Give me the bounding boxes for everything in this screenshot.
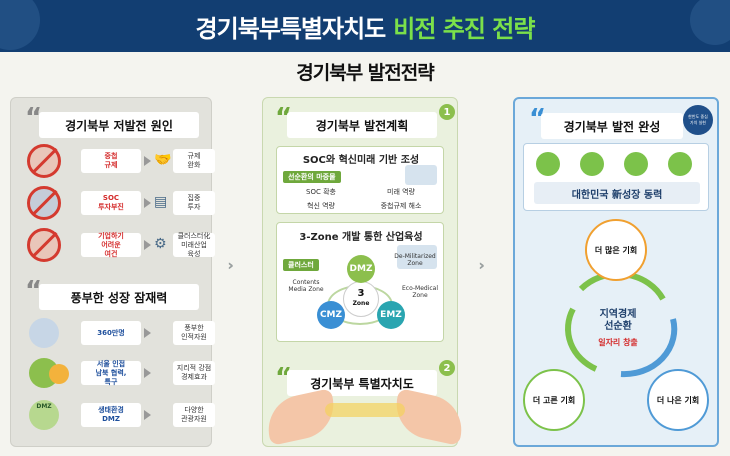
cmz-label: Contents Media Zone [288,279,324,293]
soc-title: SOC와 혁신미래 기반 조성 [302,155,420,166]
benefit-more: 더 많은 기회 [585,219,647,281]
won-icon [49,364,69,384]
soc-item: 혁신 역량 [307,202,335,210]
potential-row: 360만명 풍부한 인적자원 [23,316,215,350]
benefit-better: 더 나은 기회 [647,369,709,431]
potential-result: 풍부한 인적자원 [173,321,215,345]
cluster-icon: ⚙ [154,236,167,252]
emz-circle: EMZ [377,301,405,329]
cause-row: 기업하기 어려운 여건 ⚙ 클러스터化 미래산업 육성 [23,228,215,262]
banner-title-highlight: 비전 추진 전략 [393,14,535,43]
national-box: 대한민국 新성장 동력 [523,143,709,211]
city-illustration [397,245,437,269]
potential-result: 지리적 강점 경제효과 [173,361,215,385]
vision-badge: 한반도 중심 가치 실현 [683,105,713,135]
cause-row: 중첩 규제 🤝 규제 완화 [23,144,215,178]
zone-count: 3 [357,288,365,299]
job-creation-label: 일자리 창출 [598,338,638,347]
dmz-icon: DMZ [29,400,59,430]
cycle-center-label: 지역경제 선순환 [599,309,637,332]
potential-header: 풍부한 성장 잠재력 [39,284,199,310]
banner-title: 경기북부특별자치도 [195,14,387,43]
arrow-icon [144,410,151,420]
prohibited-icon [27,228,61,262]
causes-header: 경기북부 저발전 원인 [39,112,199,138]
potential-row: DMZ 생태환경 DMZ 다양한 관광자원 [23,398,215,432]
quote-icon: “ [25,276,43,306]
completion-header: 경기북부 발전 완성 [541,113,683,139]
recycle-icon [624,152,648,176]
right-panel: “ 경기북부 발전 완성 한반도 중심 가치 실현 대한민국 新성장 동력 지역… [513,97,719,447]
handshake-icon: 🤝 [154,152,172,168]
people-icon [29,318,59,348]
banner-decoration [0,0,40,50]
title-banner: 경기북부특별자치도 비전 추진 전략 [0,0,730,52]
emz-label: Eco-Medical Zone [401,285,439,299]
middle-panel: “ 경기북부 발전계획 1 SOC와 혁신미래 기반 조성 선순환의 마중물 S… [262,97,458,447]
arrow-icon [144,198,151,208]
cause-label: SOC 투자부진 [81,191,141,215]
potential-label: 360만명 [81,321,141,345]
cycle-arc-green-2 [565,307,598,372]
light-illustration [325,403,405,417]
arrow-icon [144,368,151,378]
cycle-arc-blue [620,318,678,378]
city-illustration [405,165,437,185]
cause-result: 집중 투자 [173,191,215,215]
dmz-label: De-Militarized Zone [394,253,436,267]
soc-item: 중첩규제 해소 [380,202,422,210]
national-growth-label: 대한민국 新성장 동력 [534,182,700,204]
robot-arm-icon [536,152,560,176]
cluster-tag: 클러스터 [283,259,319,271]
cause-label: 기업하기 어려운 여건 [81,232,141,258]
zone-count-sub: Zone [352,300,370,307]
building-icon: ▤ [154,194,168,210]
arrow-icon [144,240,151,250]
quote-icon: “ [25,103,43,133]
potential-label: 생태환경 DMZ [81,403,141,427]
banner-decoration [690,0,730,45]
coin-icon [668,152,692,176]
cause-result: 규제 완화 [173,149,215,173]
arrow-icon [144,328,151,338]
zone-title: 3-Zone 개발 통한 산업육성 [299,232,423,243]
cause-row: SOC 투자부진 ▤ 집중 투자 [23,186,215,220]
potential-result: 다양한 관광자원 [173,403,215,427]
step-number: 1 [439,104,455,120]
potential-row: 서울 인접 남북 협력, 특구 지리적 강점 경제효과 [23,356,215,390]
virtuous-tag: 선순환의 마중물 [283,171,341,183]
cause-label: 중첩 규제 [81,149,141,173]
cmz-circle: CMZ [317,301,345,329]
soc-item: SOC 확충 [306,188,336,196]
prohibited-icon [27,144,61,178]
dmz-circle: DMZ [347,255,375,283]
leaf-icon [580,152,604,176]
step-number: 2 [439,360,455,376]
arrow-icon [144,156,151,166]
cause-result: 클러스터化 미래산업 육성 [173,232,215,258]
left-panel: “ 경기북부 저발전 원인 중첩 규제 🤝 규제 완화 SOC 투자부진 ▤ 집… [10,97,215,447]
soc-item: 미래 역량 [387,188,415,196]
benefit-fair: 더 고른 기회 [523,369,585,431]
soc-box: SOC와 혁신미래 기반 조성 선순환의 마중물 SOC 확충 미래 역량 혁신… [276,146,444,214]
page-subtitle: 경기북부 발전전략 [296,62,434,84]
prohibited-icon [27,186,61,220]
plan-header: 경기북부 발전계획 [287,112,437,138]
potential-label: 서울 인접 남북 협력, 특구 [81,360,141,386]
